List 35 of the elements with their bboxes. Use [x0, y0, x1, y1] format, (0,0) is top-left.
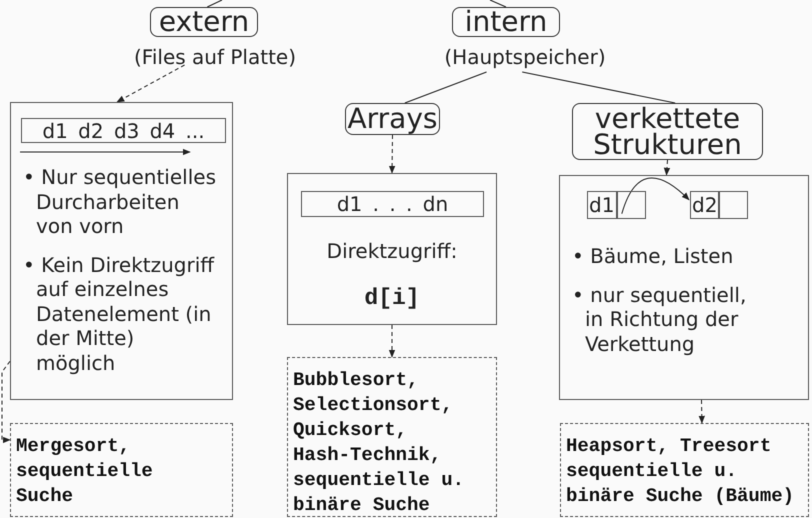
category-label: verkettete Strukturen: [572, 103, 763, 160]
connector-line: [490, 0, 506, 8]
connector-line: [522, 72, 676, 104]
arrow: [116, 64, 186, 102]
bullet-item: • nur sequentiell, in Richtung der Verkettung: [572, 282, 748, 356]
algorithm-box: Heapsort, Treesort sequentielle u. binäre Suche (Bäume): [560, 423, 809, 517]
content-box: [10, 102, 233, 400]
algorithm-box: Mergesort, sequentielle Suche: [10, 423, 233, 517]
arrow: [698, 400, 705, 424]
arrow: [664, 160, 670, 176]
content-box: [287, 173, 497, 325]
pointer-cell: [719, 191, 748, 219]
node-caption: (Hauptspeicher): [444, 44, 606, 71]
pointer-cell: [617, 191, 646, 219]
bullet-item: • Bäume, Listen: [572, 244, 734, 268]
code-text: d[i]: [363, 284, 421, 313]
category-label: Arrays: [345, 103, 440, 135]
bullet-item: • Kein Direktzugriff auf einzelnes Datenelement (in der Mitte) möglich: [23, 252, 216, 375]
data-cell: d2: [690, 191, 719, 219]
body-text: Direktzugriff:: [326, 238, 458, 265]
arrow: [388, 324, 396, 358]
data-cell: d1: [587, 191, 617, 219]
algorithm-box: Bubblesort, Selectionsort, Quicksort, Hash-Technik, sequentielle u. binäre Suche: [287, 357, 497, 517]
category-label: intern: [452, 7, 560, 37]
bullet-item: • Nur sequentielles Durcharbeiten von vorn: [23, 165, 217, 238]
content-box: [559, 175, 809, 400]
data-strip: d1 d2 d3 d4 ...: [21, 118, 226, 143]
arrow: [621, 178, 690, 214]
node-caption: (Files auf Platte): [134, 44, 296, 71]
category-label: extern: [150, 7, 258, 37]
data-strip: d1 . . . dn: [301, 191, 484, 217]
arrow: [388, 134, 396, 174]
connector-line: [404, 72, 488, 104]
arrow: [2, 360, 11, 444]
connector-line: [206, 0, 222, 8]
